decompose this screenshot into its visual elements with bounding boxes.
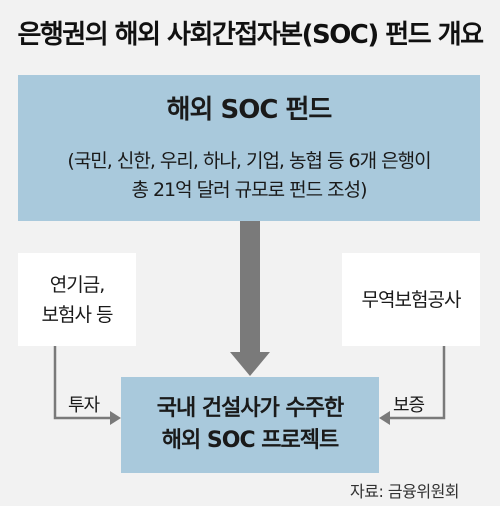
invest-label: 투자 [68, 395, 100, 416]
guarantee-arrow [379, 346, 446, 425]
source-note: 자료: 금융위원회 [350, 482, 460, 501]
fund-description: (국민, 신한, 우리, 하나, 기업, 농협 등 6개 은행이 총 21억 달… [67, 150, 431, 201]
fund-to-project-arrow [230, 221, 270, 376]
pension-insurers-box: 연기금, 보험사 등 [18, 253, 136, 346]
invest-arrow [53, 346, 121, 425]
trade-insurance-label: 무역보험공사 [361, 288, 462, 311]
soc-project-box: 국내 건설사가 수주한 해외 SOC 프로젝트 [121, 377, 379, 473]
soc-project-label: 국내 건설사가 수주한 해외 SOC 프로젝트 [156, 396, 344, 453]
pension-insurers-label: 연기금, 보험사 등 [41, 273, 114, 326]
overseas-soc-fund-box: 해외 SOC 펀드 (국민, 신한, 우리, 하나, 기업, 농협 등 6개 은… [18, 75, 480, 221]
trade-insurance-box: 무역보험공사 [342, 253, 480, 346]
fund-title: 해외 SOC 펀드 [166, 95, 333, 125]
guarantee-label: 보증 [393, 395, 425, 416]
diagram-title: 은행권의 해외 사회간접자본(SOC) 펀드 개요 [17, 20, 484, 50]
